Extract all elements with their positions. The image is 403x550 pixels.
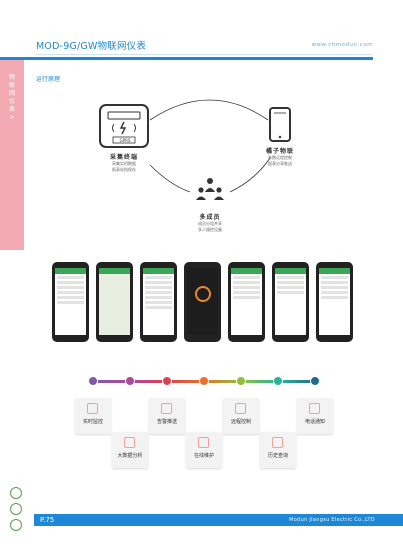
feature-card: 历史查询 [260,432,296,468]
magnifier-icon [272,437,283,448]
page-title: MOD-9G/GW物联网仪表 [36,41,147,52]
phone-screenshot [140,262,177,342]
feature-label: 远程控制 [230,419,251,425]
smartphone-icon [269,107,291,142]
feature-label: 告警推送 [156,419,177,425]
monitor-icon [124,437,135,448]
side-tab [0,60,24,250]
terminal-label: 采集终端 [109,154,138,161]
terminal-desc-2: 报表存档保存 [112,167,136,172]
arc-operator-phone [229,157,271,193]
arc-terminal-phone [149,99,269,121]
feature-card: 电话通知 [297,398,333,434]
timeline-dot [162,376,172,386]
operator-desc: 成员分组共享 多人操控设备 [184,221,236,233]
timeline-dot [88,376,98,386]
mail-icon [161,403,172,414]
phone-screenshot [228,262,265,342]
page-number: P.75 [40,516,55,524]
feature-label: 在线维护 [193,453,214,459]
phone-desc: 参数远程控制 报表分享推送 [254,155,306,167]
feature-label: 实时监控 [82,419,103,425]
members-icon [196,178,224,200]
terminal-desc: 采集实时数据 报表存档保存 [98,161,150,173]
phone-desc-2: 报表分享推送 [268,161,292,166]
phone-screenshot [184,262,221,342]
operator-desc-2: 多人操控设备 [198,227,222,232]
arc-terminal-operator [149,164,191,193]
timeline-dot [125,376,135,386]
feature-card: 实时监控 [75,398,111,434]
feature-label: 大数据分析 [117,453,143,459]
phone-screenshot [52,262,89,342]
phone-screenshot [96,262,133,342]
screen-icon [235,403,246,414]
feature-label: 历史查询 [267,453,288,459]
side-tab-label: 物联网仪表 > [8,74,15,121]
recycle-icon [10,519,22,531]
phone-icon [309,403,320,414]
company-name: Modun Jiangsu Electric Co.,LTD [289,517,375,523]
wind-turbine-icon [10,503,22,515]
feature-timeline [88,376,320,388]
operator-label: 多成员 [199,214,221,221]
phone-screenshot [316,262,353,342]
terminal-device-icon [99,104,149,148]
timeline-dot [236,376,246,386]
terminal-desc-1: 采集实时数据 [112,161,136,166]
phone-label: 橘子物联 [265,148,294,155]
website-url: www.chmodun.com [311,42,373,48]
timeline-dot [273,376,283,386]
feature-label: 电话通知 [304,419,325,425]
feature-card: 远程控制 [223,398,259,434]
app-screenshots [52,262,353,344]
tower-icon [10,487,22,499]
location-pin-icon [87,403,98,414]
phone-desc-1: 参数远程控制 [268,155,292,160]
header-bar [0,57,373,60]
timeline-dot [199,376,209,386]
globe-icon [198,437,209,448]
feature-card: 在线维护 [186,432,222,468]
feature-card: 告警推送 [149,398,185,434]
timeline-dot [310,376,320,386]
section-title: 运行原理 [36,76,61,83]
footer-bar: P.75 Modun Jiangsu Electric Co.,LTD [34,514,403,526]
gprs-badge: GPRS [119,138,131,143]
feature-card: 大数据分析 [112,432,148,468]
operator-desc-1: 成员分组共享 [198,221,222,226]
operation-diagram [99,99,291,200]
header-divider [36,54,373,55]
phone-screenshot [272,262,309,342]
